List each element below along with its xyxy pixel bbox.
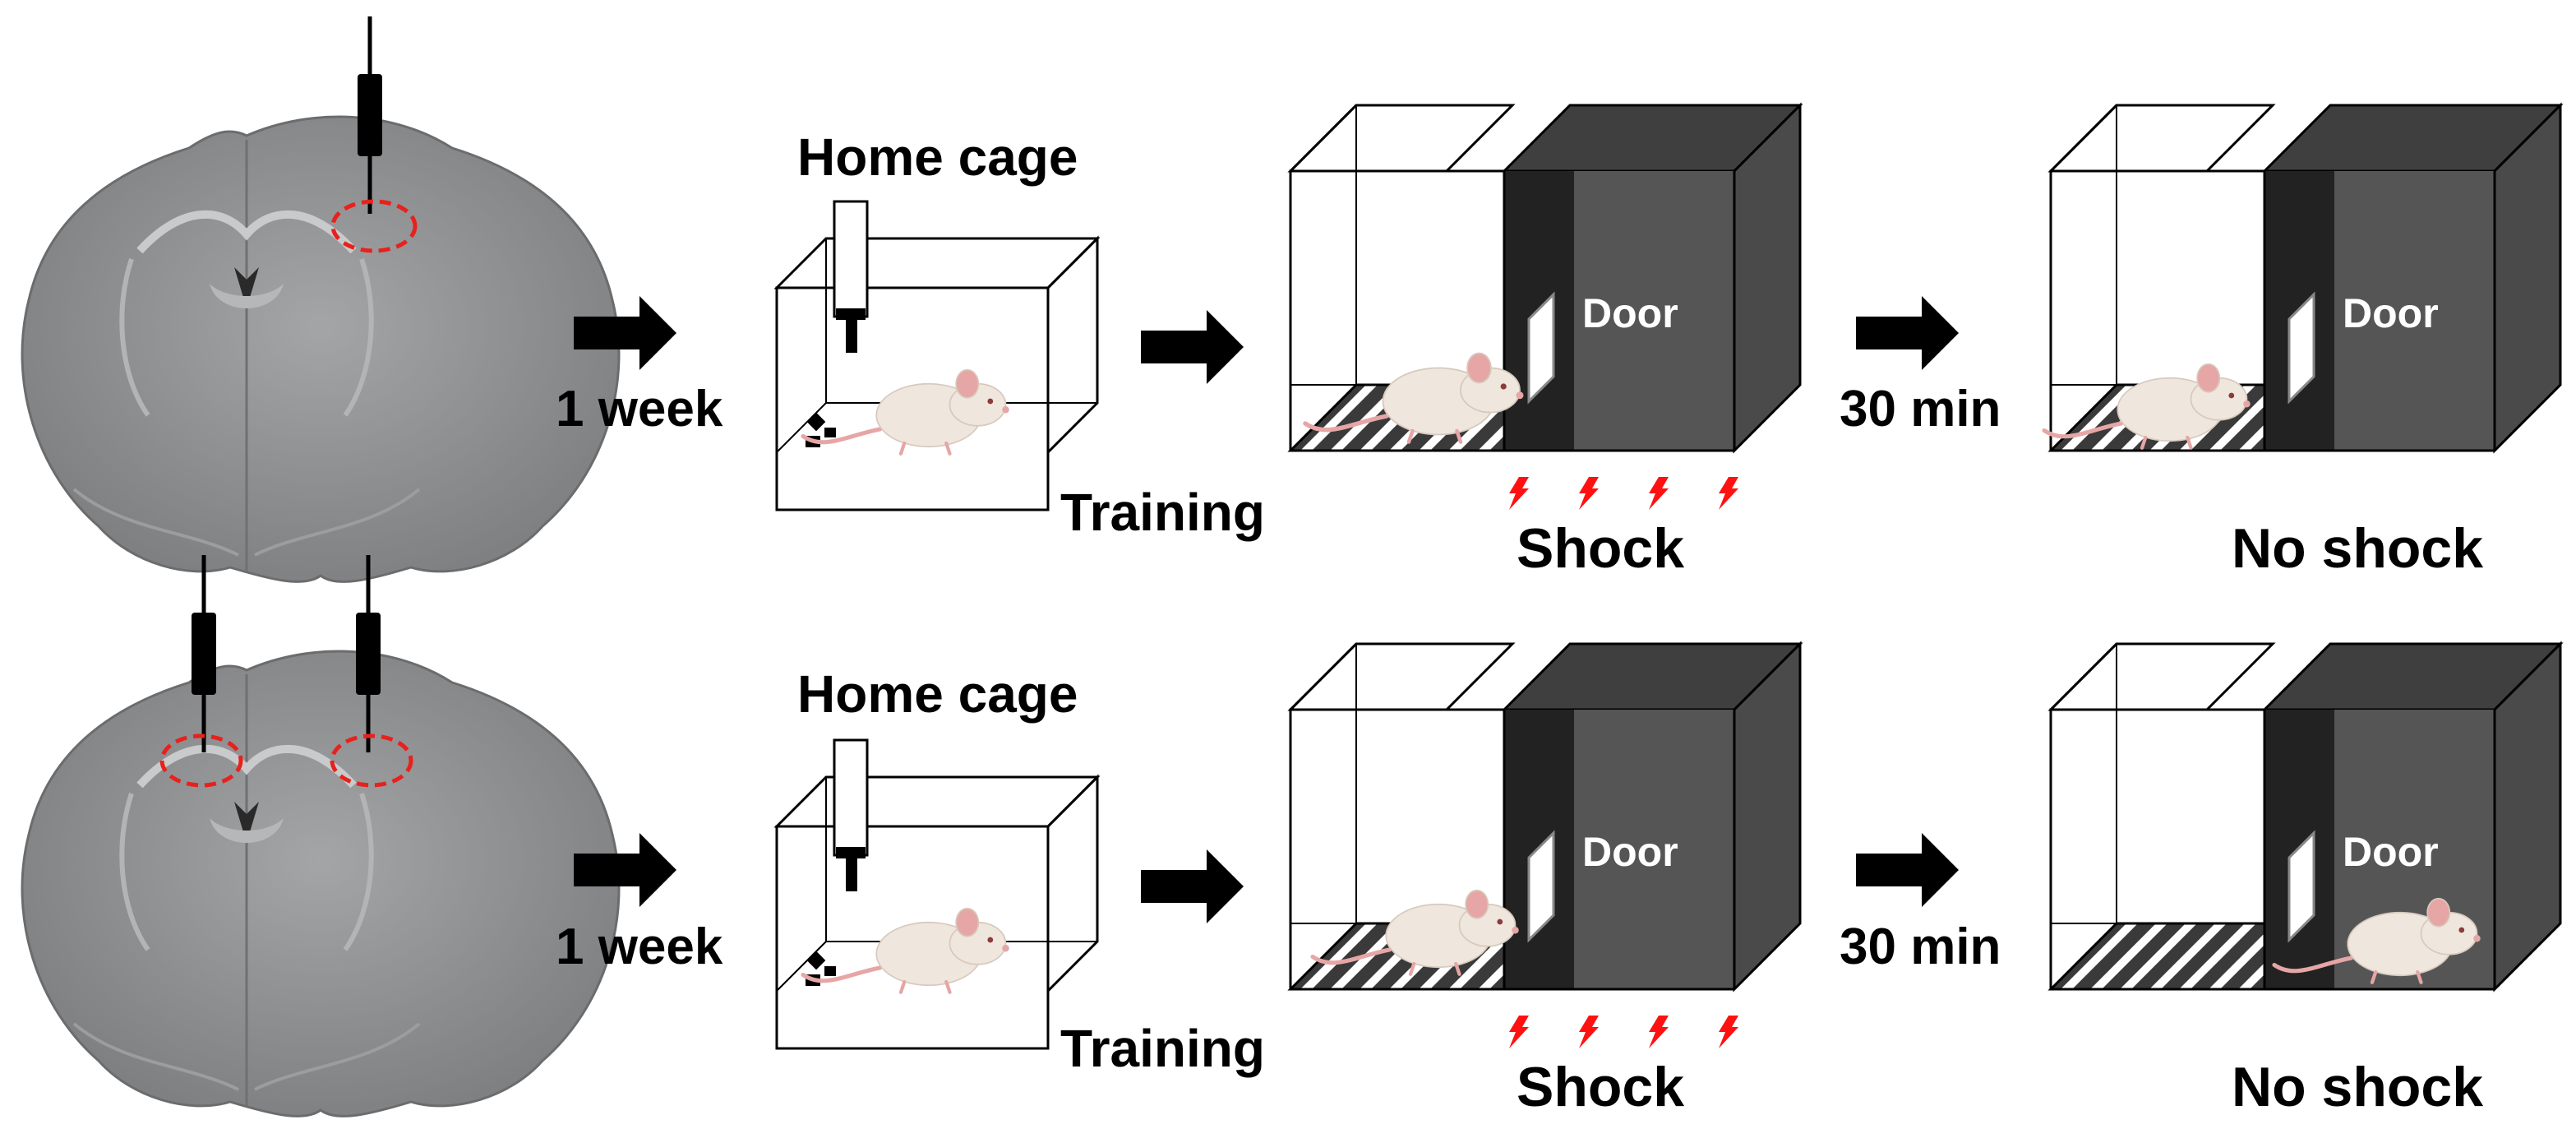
target-region	[330, 199, 418, 253]
target-region	[330, 733, 413, 788]
training-label: Training	[1060, 1019, 1265, 1078]
lightning-bolt-icon	[1649, 1016, 1669, 1048]
door-label: Door	[1582, 290, 1678, 336]
home-cage	[775, 200, 1099, 511]
interval-label: 1 week	[556, 381, 723, 437]
lightning-bolt-icon	[1579, 477, 1599, 510]
test-apparatus: Door	[2044, 104, 2562, 452]
test-outcome-label: No shock	[2232, 1056, 2483, 1118]
test-delay-label: 30 min	[1840, 381, 2001, 437]
training-label: Training	[1060, 483, 1265, 542]
right-arrow-icon	[1856, 833, 1959, 907]
target-region	[159, 733, 243, 788]
lightning-bolt-icon	[1509, 477, 1529, 510]
training-apparatus: Door	[1289, 642, 1802, 991]
lightning-bolt-icon	[1719, 477, 1738, 510]
door-label: Door	[1582, 829, 1678, 875]
lightning-bolt-icon	[1719, 1016, 1738, 1048]
lightning-bolt-icon	[1579, 1016, 1599, 1048]
row-bilateral: 1 week Home cage Training Door Shock 30 …	[22, 555, 2562, 1118]
door-label: Door	[2343, 829, 2439, 875]
interval-label: 1 week	[556, 918, 723, 975]
right-arrow-icon	[1141, 849, 1244, 923]
home-cage-label: Home cage	[797, 127, 1078, 187]
right-arrow-icon	[1856, 296, 1959, 370]
brain-section	[22, 117, 619, 581]
home-cage	[775, 738, 1099, 1050]
lightning-bolt-icon	[1649, 477, 1669, 510]
training-apparatus: Door	[1289, 104, 1802, 452]
lightning-bolt-icon	[1509, 1016, 1529, 1048]
test-outcome-label: No shock	[2232, 517, 2483, 580]
door-label: Door	[2343, 290, 2439, 336]
shock-label: Shock	[1517, 1056, 1684, 1118]
brain-section	[22, 651, 619, 1116]
row-unilateral: 1 week Home cage Training Door Shock 30 …	[22, 16, 2562, 581]
test-apparatus: Door	[2049, 642, 2562, 991]
right-arrow-icon	[1141, 310, 1244, 384]
shock-label: Shock	[1517, 517, 1684, 580]
test-delay-label: 30 min	[1840, 918, 2001, 975]
home-cage-label: Home cage	[797, 664, 1078, 724]
